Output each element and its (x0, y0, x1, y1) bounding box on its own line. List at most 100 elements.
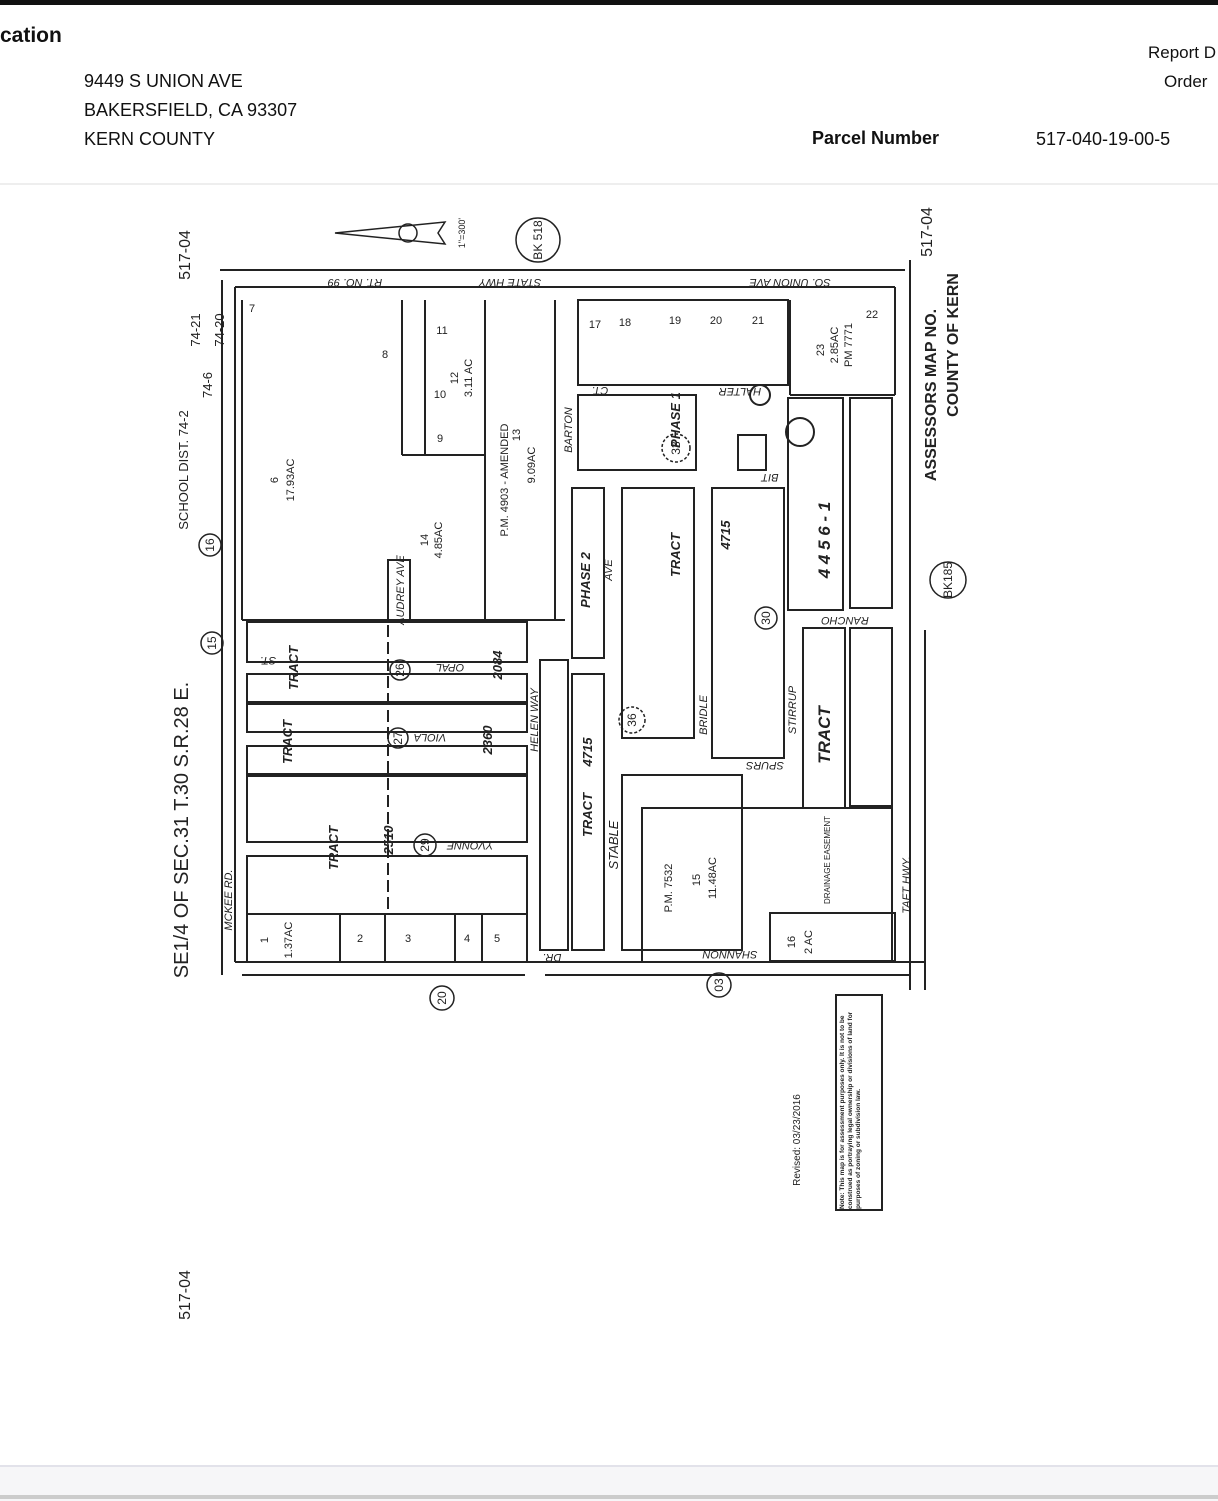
street-audrey: AUDREY AVE (395, 554, 407, 625)
book-185-label: BK185 (941, 562, 955, 598)
parcel-22: 22 (866, 309, 878, 321)
top-border (0, 0, 1218, 5)
block-36: 36 (625, 713, 639, 727)
parcel-19: 19 (669, 315, 681, 327)
parcel-20: 20 (710, 315, 722, 327)
parcel-9: 9 (437, 433, 443, 445)
header-divider (0, 183, 1218, 185)
school-district-2: 74-6 (200, 372, 215, 398)
parcel-number-label: Parcel Number (812, 128, 940, 148)
street-opal: OPAL (436, 661, 465, 673)
school-district-4: 74-21 (188, 313, 203, 346)
street-state-hwy: STATE HWY (478, 276, 541, 288)
tract-4456-1: 4 4 5 6 - 1 (815, 502, 834, 580)
street-bridle: BRIDLE (698, 694, 710, 734)
parcel-14-acreage: 4.85AC (433, 522, 445, 559)
street-yvonne: YVONNE (446, 839, 493, 851)
footer-border (0, 1495, 1218, 1499)
street-halter: HALTER (719, 385, 762, 397)
circle-15-label: 15 (205, 636, 219, 650)
section-title: cation (0, 24, 62, 47)
tract-label: TRACT (286, 645, 301, 690)
tract-label: TRACT (668, 532, 683, 577)
parcel-15-acreage: 11.48AC (707, 857, 719, 899)
street-mckee: MCKEE RD. (223, 869, 235, 930)
tract-label: TRACT (326, 825, 341, 870)
book-518-label: BK 518 (531, 220, 545, 260)
address-line-1: 9449 S UNION AVE (84, 71, 243, 91)
address-line-2: BAKERSFIELD, CA 93307 (84, 100, 298, 120)
school-district: SCHOOL DIST. 74-2 (176, 410, 191, 529)
street-dr: DR. (543, 951, 562, 963)
parcel-23: 23 (815, 344, 827, 356)
street-ct: CT. (592, 384, 609, 396)
tract-label: TRACT (815, 705, 834, 764)
parcel-13-acreage: 9.09AC (526, 447, 538, 484)
parcel-10: 10 (434, 389, 446, 401)
report-date-label: Report D (1148, 43, 1217, 62)
note-box (835, 994, 883, 1211)
street-rt-99: RT. NO. 99 (328, 276, 382, 288)
street-stable: STABLE (606, 820, 621, 869)
tract-2360: 2360 (480, 725, 495, 756)
street-rancho: RANCHO (821, 614, 869, 626)
parcel-18: 18 (619, 317, 631, 329)
tract-2510: 2510 (381, 825, 396, 856)
parcel-1-acreage: 1.37AC (283, 922, 295, 959)
parcel-5: 5 (494, 933, 500, 945)
parcel-12: 12 (449, 372, 461, 384)
block-27: 27 (391, 731, 405, 745)
parcel-map: 1"=300' BK 518 BK185 16 15 20 03 26 27 2… (171, 207, 967, 1320)
drainage-easement: DRAINAGE EASEMENT (823, 816, 832, 904)
pm-7771: PM 7771 (843, 323, 855, 367)
street-bit: BIT (760, 471, 778, 483)
street-spurs: SPURS (745, 759, 784, 771)
block-29: 29 (418, 838, 432, 852)
street-st: ST. (260, 654, 276, 666)
street-barton: BARTON (563, 407, 575, 452)
county: KERN COUNTY (84, 129, 216, 149)
revised-date: Revised: 03/23/2016 (792, 1094, 803, 1186)
parcel-23-acreage: 2.85AC (829, 327, 841, 364)
parcel-8: 8 (382, 349, 388, 361)
street-stirrup: STIRRUP (787, 685, 799, 734)
parcel-12-acreage: 3.11 AC (463, 359, 475, 397)
map-number-bottom: 517-04 (177, 1270, 194, 1320)
parcel-7: 7 (249, 303, 255, 315)
parcel-14: 14 (419, 534, 431, 546)
block-33: 33 (669, 441, 683, 455)
street-taft: TAFT HWY. (901, 856, 913, 913)
map-number-top-right: 517-04 (919, 207, 936, 257)
tract-2084: 2084 (490, 650, 505, 681)
tract-label: TRACT (280, 719, 295, 764)
pm-7532: P.M. 7532 (663, 864, 675, 913)
parcel-17: 17 (589, 319, 601, 331)
pm-4903: P.M. 4903 - AMENDED (499, 424, 511, 537)
street-viola: VIOLA (414, 731, 446, 743)
parcel-number-value: 517-040-19-00-5 (1036, 129, 1171, 149)
street-ave: AVE (603, 559, 615, 582)
map-number-top-left: 517-04 (177, 230, 194, 280)
street-helen: HELEN WAY (529, 687, 541, 751)
tract-label: TRACT (580, 792, 595, 837)
parcel-15: 15 (691, 874, 703, 886)
school-district-3: 74-20 (212, 313, 227, 346)
order-label: Order (1164, 72, 1208, 91)
tract-4715: 4715 (580, 737, 595, 768)
tract-4715: 4715 (718, 520, 733, 551)
scale-label: 1"=300' (457, 218, 467, 248)
section-label: SE1/4 OF SEC.31 T.30 S.R.28 E. (171, 682, 193, 978)
tract-phase-2: PHASE 2 (578, 551, 593, 607)
circle-03-label: 03 (712, 978, 726, 992)
parcel-21: 21 (752, 315, 764, 327)
parcel-6: 6 (269, 477, 281, 483)
assessors-map-label: ASSESSORS MAP NO. (923, 309, 940, 481)
circle-16-label: 16 (203, 538, 217, 552)
parcel-6-acreage: 17.93AC (285, 459, 297, 502)
street-union: SO. UNION AVE (749, 276, 831, 288)
county-label: COUNTY OF KERN (945, 273, 962, 417)
parcel-16-acreage: 2 AC (803, 930, 815, 954)
parcel-4: 4 (464, 933, 470, 945)
street-shannon: SHANNON (702, 948, 757, 960)
tract-phase-1: PHASE 1 (668, 392, 683, 448)
